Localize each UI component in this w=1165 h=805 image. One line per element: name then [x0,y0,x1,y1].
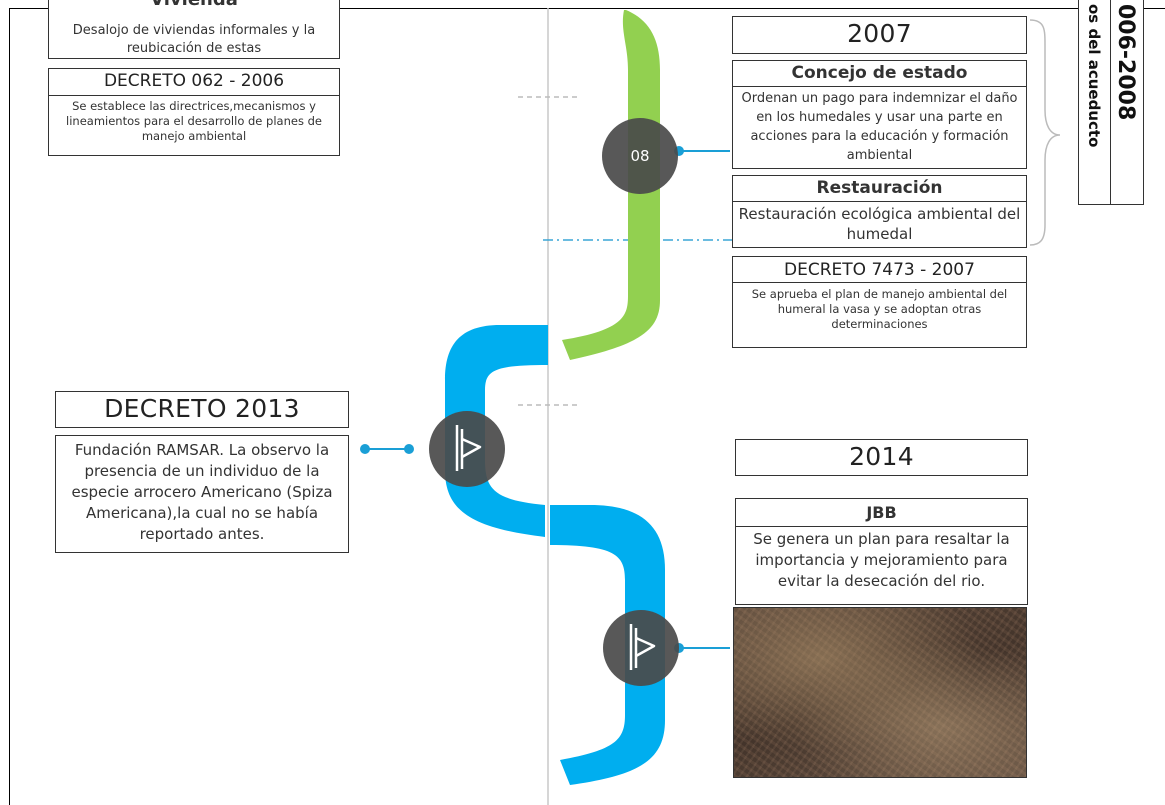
restauracion-title: Restauración [733,176,1026,202]
vivienda-header: Vivienda [49,0,339,10]
decreto-062-box: DECRETO 062 - 2006 Se establece las dire… [48,68,340,156]
green-ribbon [562,10,660,360]
decreto-2013-text: Fundación RAMSAR. La observo la presenci… [71,441,333,543]
side-label-years: 006-2008 [1113,4,1138,121]
flag-icon [629,624,656,670]
timeline-frame [9,8,1165,805]
connector-dot-2013-a [360,444,370,454]
concejo-title: Concejo de estado [733,61,1026,87]
side-label-text: os del acueducto [1085,4,1103,148]
side-label-box: 006-2008 os del acueducto [1078,0,1144,205]
decreto-2013-box: Fundación RAMSAR. La observo la presenci… [55,435,349,553]
concejo-text: Ordenan un pago para indemnizar el daño … [741,91,1018,163]
decreto-2013-title: DECRETO 2013 [55,391,349,428]
node-08-label: 08 [630,147,650,165]
node-08 [602,118,678,194]
node-flag-2 [603,610,679,686]
node-flag-1 [429,411,505,487]
year-2014-box: 2014 [735,439,1028,476]
restauracion-box: Restauración Restauración ecológica ambi… [732,175,1027,248]
decreto-7473-box: DECRETO 7473 - 2007 Se aprueba el plan d… [732,256,1027,348]
decreto-7473-text: Se aprueba el plan de manejo ambiental d… [751,287,1008,331]
jbb-text: Se genera un plan para resaltar la impor… [753,530,1010,590]
concejo-box: Concejo de estado Ordenan un pago para i… [732,60,1027,169]
connector-dot-2013-b [404,444,414,454]
year-2007-box: 2007 [732,16,1027,54]
jbb-box: JBB Se genera un plan para resaltar la i… [735,498,1028,605]
vivienda-box: Vivienda Desalojo de viviendas informale… [48,0,340,59]
side-label-divider [1110,0,1111,205]
restauracion-text: Restauración ecológica ambiental del hum… [738,205,1021,243]
flag-icon [455,425,482,471]
aerial-photo [733,607,1027,778]
decreto-062-text: Se establece las directrices,mecanismos … [66,99,322,143]
jbb-title: JBB [736,499,1027,527]
brace-bracket [1029,19,1061,246]
desalojo-text: Desalojo de viviendas informales y la re… [72,23,316,56]
decreto-062-title: DECRETO 062 - 2006 [49,71,339,96]
decreto-7473-title: DECRETO 7473 - 2007 [733,258,1026,283]
blue-ribbon-lower [550,505,665,785]
